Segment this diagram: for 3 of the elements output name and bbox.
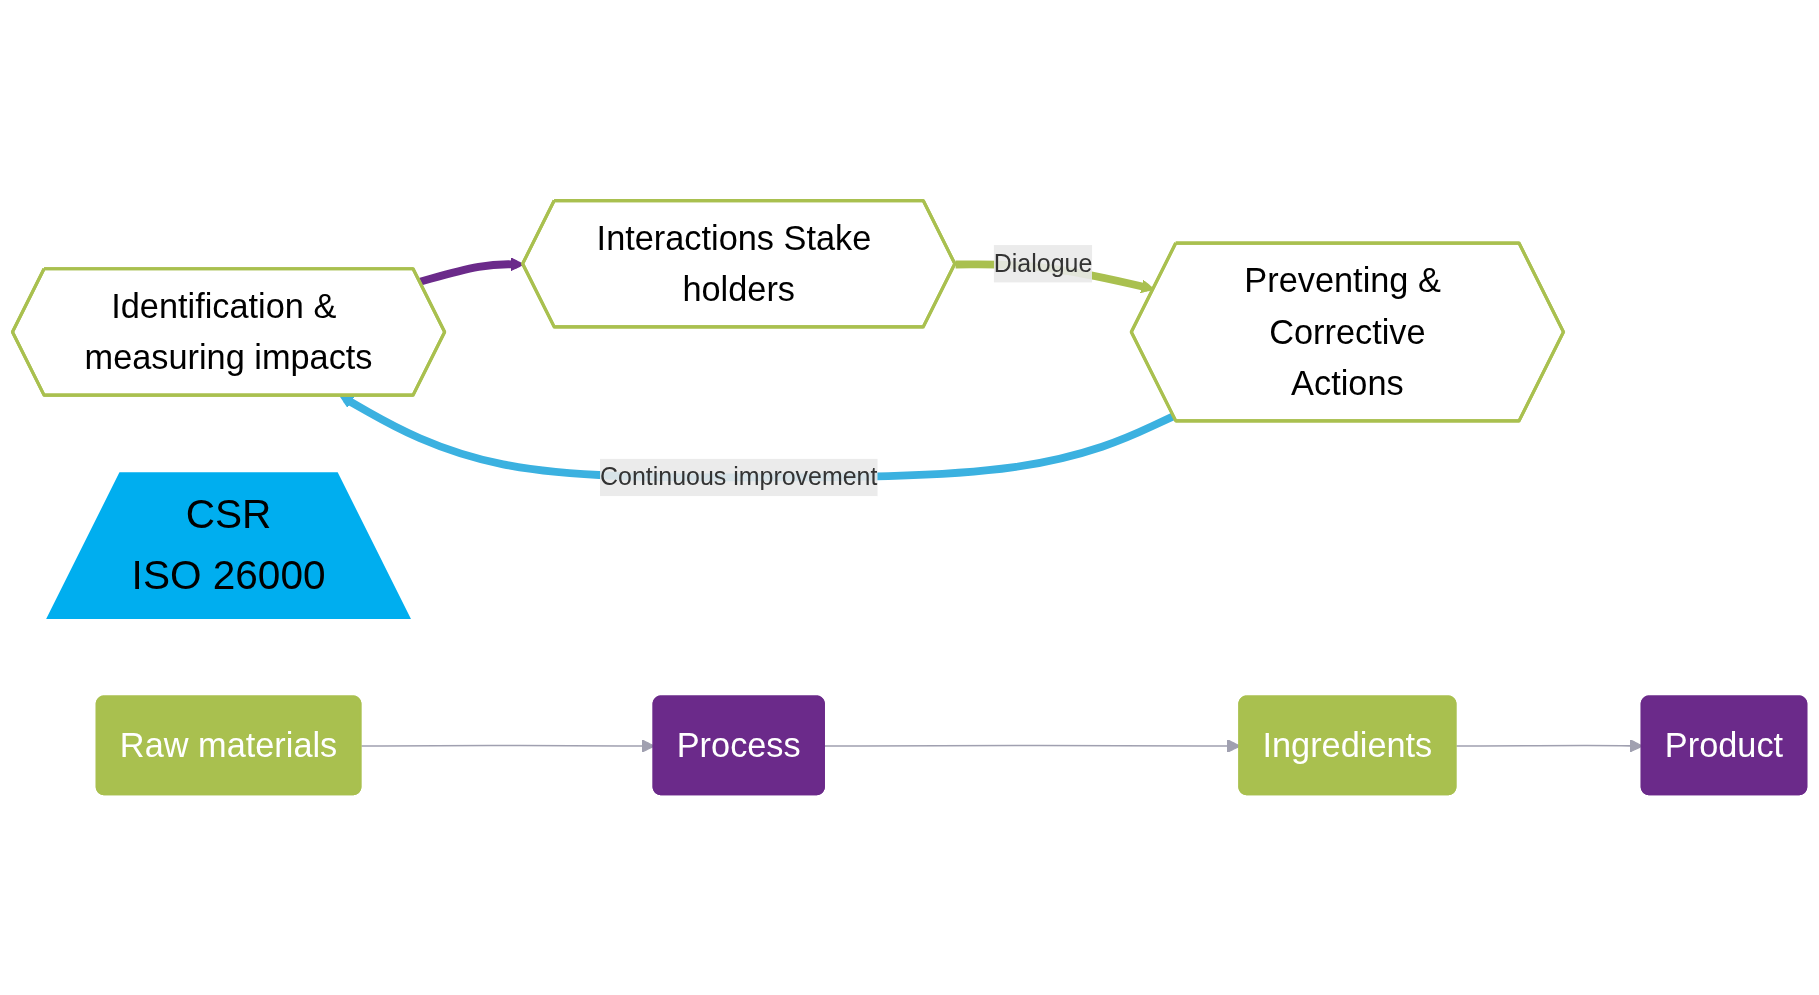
edge-label: Continuous improvement bbox=[600, 463, 878, 490]
edge-label: Dialogue bbox=[993, 249, 1093, 277]
arrow bbox=[418, 257, 525, 286]
